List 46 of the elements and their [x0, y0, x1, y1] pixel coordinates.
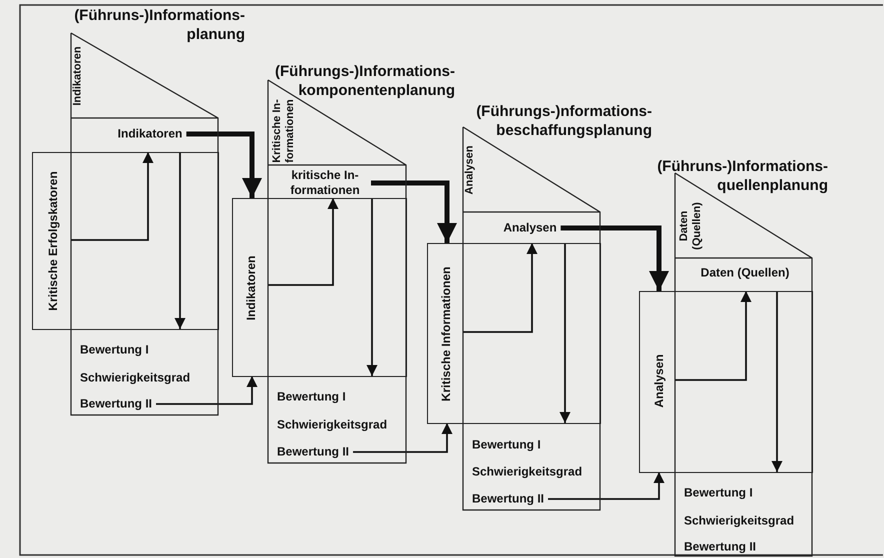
item-label: Analysen	[503, 220, 557, 236]
thick-arrow	[186, 132, 262, 198]
vertical-label: Analysen	[652, 354, 666, 408]
item-label: kritische In- formationen	[283, 168, 367, 198]
thick-arrow	[560, 226, 669, 291]
rating-label: Schwierigkeitsgrad	[80, 370, 190, 386]
rating-label: Bewertung II	[684, 540, 756, 554]
column-title: (Führungs-)nformations- beschaffungsplanung	[475, 102, 652, 140]
vertical-label: Kritische In- formationen	[271, 98, 297, 165]
input-box	[427, 243, 601, 424]
rating-label: Bewertung I	[80, 342, 149, 358]
rating-label: Bewertung II	[80, 396, 152, 412]
input-box	[232, 198, 407, 377]
vertical-label: Kritische Erfolgskatoren	[46, 171, 60, 311]
rating-label: Schwierigkeitsgrad	[277, 418, 388, 432]
input-box	[32, 152, 219, 330]
vertical-label: Daten (Quellen)	[678, 201, 704, 252]
arrow	[353, 423, 452, 453]
vertical-label: Kritische Informationen	[439, 266, 453, 402]
vertical-label: Analysen	[464, 144, 476, 196]
arrow	[156, 376, 258, 405]
rating-label: Bewertung I	[277, 390, 346, 404]
arrow	[174, 152, 186, 329]
column-title: (Führuns-)Informations- planung	[73, 6, 245, 44]
rating-label: Schwierigkeitsgrad	[472, 464, 582, 480]
rating-label: Bewertung II	[277, 444, 350, 460]
vertical-label: Indikatoren	[72, 45, 84, 108]
column-title: (Führungs-)Informations- komponentenplanung	[274, 62, 455, 100]
arrow	[268, 198, 338, 286]
rating-label: Bewertung I	[684, 486, 753, 500]
arrow	[71, 152, 154, 241]
arrow	[463, 243, 538, 333]
rating-label: Bewertung II	[472, 492, 544, 506]
rating-label: Bewertung I	[472, 438, 541, 452]
vertical-label: Indikatoren	[244, 256, 258, 320]
arrow	[772, 291, 782, 472]
rating-label: Schwierigkeitsgrad	[684, 514, 794, 528]
input-box	[639, 291, 813, 473]
item-label: Daten (Quellen)	[700, 266, 790, 280]
item-label: Indikatoren	[118, 126, 182, 142]
arrow	[560, 243, 570, 423]
arrow	[548, 472, 664, 500]
column-title: (Führuns-)Informations- quellenplanung	[656, 157, 828, 195]
arrow	[675, 291, 752, 381]
thick-arrow	[371, 180, 457, 243]
arrow	[366, 198, 378, 376]
